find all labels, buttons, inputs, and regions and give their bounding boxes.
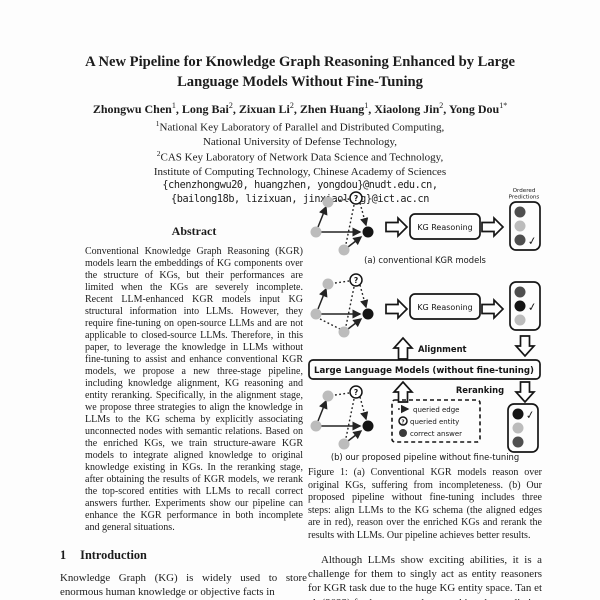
predictions-box-b: ✓ xyxy=(509,281,541,331)
up-arrow-icon xyxy=(392,380,414,403)
email-line-1: {chenzhongwu20, huangzhen, yongdou}@nudt… xyxy=(162,180,438,192)
entity-node xyxy=(310,308,322,320)
reranking-arrow-icon xyxy=(514,381,536,404)
entity-node xyxy=(310,420,322,432)
prediction-entity xyxy=(512,436,524,448)
authors-line: Zhongwu Chen1, Long Bai2, Zixuan Li2, Zh… xyxy=(92,100,508,116)
queried-entity-icon xyxy=(349,191,363,205)
entity-node xyxy=(322,196,334,208)
flow-arrow-icon xyxy=(481,297,505,321)
entity-node xyxy=(338,326,350,338)
entity-node xyxy=(322,390,334,402)
figure-1-diagram: Ordered Predictions ? KG Reasoning xyxy=(308,188,541,462)
correct-answer-icon xyxy=(399,429,407,437)
kg-reasoning-box-a xyxy=(409,213,481,240)
entity-node xyxy=(338,438,350,450)
kg-graph-a: ? xyxy=(310,191,374,256)
right-column: Ordered Predictions ? KG Reasoning xyxy=(308,186,542,600)
affiliations: 1National Key Laboratory of Parallel and… xyxy=(40,119,560,180)
entity-node xyxy=(362,308,374,320)
prediction-entity xyxy=(514,300,526,312)
legend-queried-entity: queried entity xyxy=(410,418,459,426)
svg-text:?: ? xyxy=(354,276,358,285)
affiliation-line: 2CAS Key Laboratory of Network Data Scie… xyxy=(156,149,444,164)
down-arrow-icon xyxy=(514,335,536,358)
email-line-2: {bailong18b, lizixuan, jinxiaolong}@ict.… xyxy=(170,193,429,205)
flow-arrow-icon xyxy=(481,215,505,239)
llm-box-label: Large Language Models (without fine-tuni… xyxy=(314,366,534,376)
kg-reasoning-box-b xyxy=(409,293,481,320)
entity-node xyxy=(338,244,350,256)
flow-arrow-icon xyxy=(385,215,409,239)
prediction-entity xyxy=(514,220,526,232)
alignment-arrow-icon xyxy=(392,336,414,360)
predictions-box-a: ✓ xyxy=(509,201,541,251)
queried-entity-icon xyxy=(349,273,363,287)
svg-text:?: ? xyxy=(354,388,358,397)
ordered-predictions-label: Ordered xyxy=(513,188,536,194)
prediction-entity xyxy=(514,206,526,218)
checkmark-icon: ✓ xyxy=(527,234,538,248)
paper-title: A New Pipeline for Knowledge Graph Reaso… xyxy=(85,54,515,91)
prediction-entity xyxy=(514,286,526,298)
subcaption-a: (a) conventional KGR models xyxy=(364,255,486,265)
alignment-label: Alignment xyxy=(418,344,467,354)
figure-legend: queried edge ? queried entity correct an… xyxy=(391,399,481,443)
prediction-entity xyxy=(514,314,526,326)
kg-graph-b: ? xyxy=(310,273,374,338)
affiliation-line: Institute of Computing Technology, Chine… xyxy=(153,166,447,179)
legend-queried-edge: queried edge xyxy=(413,406,459,414)
entity-node xyxy=(362,420,374,432)
affiliation-line: 1National Key Laboratory of Parallel and… xyxy=(155,118,445,134)
checkmark-icon: ✓ xyxy=(525,408,536,422)
llm-box xyxy=(308,359,541,380)
left-column: Abstract Conventional Knowledge Graph Re… xyxy=(60,224,307,600)
entity-node xyxy=(322,278,334,290)
kg-graph-c: ? xyxy=(310,385,374,450)
checkmark-icon: ✓ xyxy=(527,300,538,314)
affiliation-line: National University of Defense Technolog… xyxy=(202,135,398,148)
queried-entity-icon xyxy=(398,416,408,426)
introduction-text: Knowledge Graph (KG) is widely used to s… xyxy=(60,572,307,599)
subcaption-b: (b) our proposed pipeline without fine-t… xyxy=(331,452,519,462)
svg-text:?: ? xyxy=(354,194,358,203)
entity-node xyxy=(310,226,322,238)
body-paragraph: Although LLMs show exciting abilities, i… xyxy=(308,553,542,600)
abstract-heading: Abstract xyxy=(171,224,217,238)
prediction-entity xyxy=(512,408,524,420)
flow-arrow-icon xyxy=(385,297,409,321)
predictions-box-c: ✓ xyxy=(507,403,539,453)
section-heading-introduction: 1 Introduction xyxy=(60,548,307,563)
abstract-text: Conventional Knowledge Graph Reasoning (… xyxy=(85,246,303,533)
legend-correct-answer: correct answer xyxy=(410,430,462,438)
kg-reasoning-label-a: KG Reasoning xyxy=(417,223,473,232)
svg-text:?: ? xyxy=(401,419,404,425)
figure-1-caption: Figure 1: (a) Conventional KGR models re… xyxy=(308,467,542,541)
kg-reasoning-label-b: KG Reasoning xyxy=(417,303,473,312)
reranking-label: Reranking xyxy=(456,385,504,395)
section-title: Introduction xyxy=(80,548,147,562)
queried-entity-icon xyxy=(349,385,363,399)
section-number: 1 xyxy=(60,548,67,562)
paper-header: A New Pipeline for Knowledge Graph Reaso… xyxy=(40,52,560,206)
ordered-predictions-label: Predictions xyxy=(509,195,540,201)
entity-node xyxy=(362,226,374,238)
prediction-entity xyxy=(514,234,526,246)
prediction-entity xyxy=(512,422,524,434)
